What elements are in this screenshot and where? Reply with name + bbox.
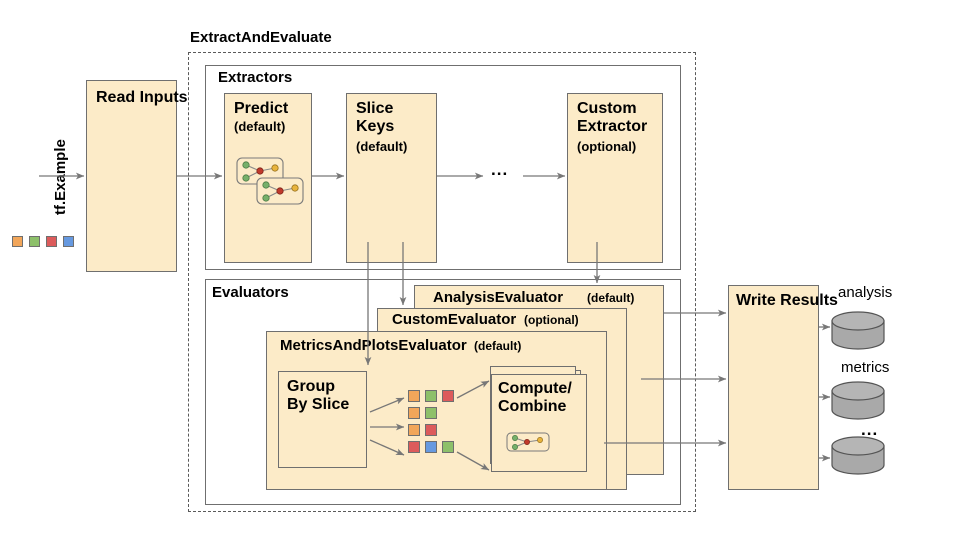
extractor-slice-keys-box[interactable]: Slice Keys (default) (346, 93, 437, 263)
cylinder-metrics (831, 381, 885, 420)
slice-swatch-row (408, 423, 459, 440)
slice-swatch-row (408, 440, 459, 457)
slice-swatch-grid (408, 389, 459, 457)
compute-combine-box[interactable]: Compute/ Combine (491, 374, 587, 472)
slice-swatch (442, 390, 454, 402)
evaluator-custom-qualifier: (optional) (524, 313, 579, 327)
cylinder-analysis (831, 311, 885, 350)
slice-swatch (408, 407, 420, 419)
extractor-custom-name: Custom Extractor (577, 100, 648, 135)
output-label-metrics: metrics (841, 359, 890, 376)
slice-swatch (425, 390, 437, 402)
compute-graph-icon (506, 432, 550, 452)
extractor-slice-keys-qualifier: (default) (356, 139, 408, 154)
extractor-predict-qualifier: (default) (234, 119, 286, 134)
extractor-custom-qualifier: (optional) (577, 139, 637, 154)
extractors-label: Extractors (218, 69, 293, 86)
evaluator-analysis-qualifier: (default) (587, 291, 635, 305)
cylinder-other (831, 436, 885, 475)
evaluator-analysis-name: AnalysisEvaluator (433, 289, 564, 306)
input-swatch (46, 236, 57, 247)
graph-icon (236, 157, 304, 205)
compute-combine-label: Compute/ Combine (498, 380, 572, 415)
input-swatch (12, 236, 23, 247)
extractor-custom-box[interactable]: Custom Extractor (optional) (567, 93, 663, 263)
extract-and-evaluate-group (188, 52, 696, 512)
slice-swatch (408, 441, 420, 453)
slice-swatch (425, 441, 437, 453)
input-swatch (29, 236, 40, 247)
slice-swatch (408, 390, 420, 402)
slice-swatch (442, 441, 454, 453)
extractor-predict-name: Predict (234, 100, 289, 117)
extractor-slice-keys-name: Slice Keys (356, 100, 395, 135)
read-inputs-box[interactable]: Read Inputs (86, 80, 188, 272)
extractor-predict-box[interactable]: Predict (default) (224, 93, 312, 263)
read-inputs-label: Read Inputs (96, 89, 188, 106)
group-by-slice-label: Group By Slice (287, 378, 350, 413)
slice-swatch-row (408, 389, 459, 406)
evaluator-metrics-and-plots-qualifier: (default) (474, 339, 522, 353)
slice-swatch (425, 424, 437, 436)
slice-swatch (408, 424, 420, 436)
input-label: tf.Example (52, 139, 69, 215)
evaluators-label: Evaluators (212, 284, 289, 301)
input-swatch (63, 236, 74, 247)
output-label-analysis: analysis (838, 284, 893, 301)
extract-and-evaluate-title: ExtractAndEvaluate (190, 29, 332, 46)
write-results-label: Write Results (736, 292, 838, 309)
slice-swatch-row (408, 406, 459, 423)
evaluator-metrics-and-plots-name: MetricsAndPlotsEvaluator (280, 337, 467, 354)
evaluator-custom-name: CustomEvaluator (392, 311, 517, 328)
write-results-box[interactable]: Write Results (728, 285, 838, 490)
group-by-slice-box[interactable]: Group By Slice (278, 371, 367, 468)
slice-swatch (425, 407, 437, 419)
input-swatches (12, 234, 80, 252)
extractors-ellipsis: ... (491, 160, 509, 179)
output-ellipsis: ... (861, 420, 879, 439)
